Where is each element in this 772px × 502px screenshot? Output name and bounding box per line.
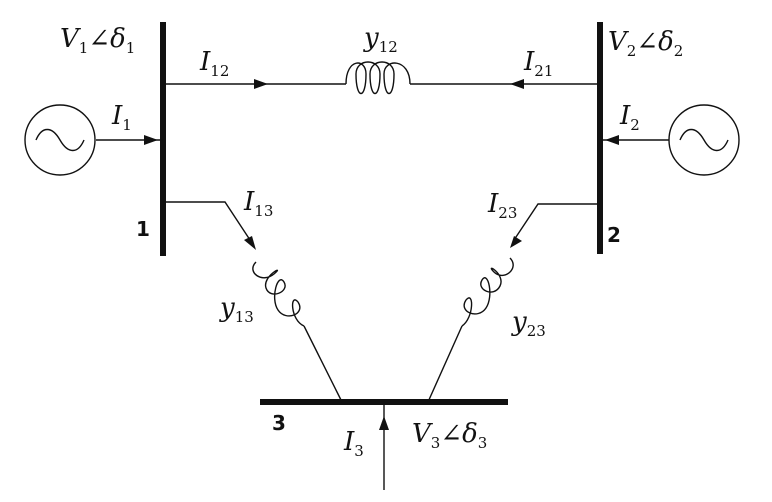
current-i23-label: I23: [487, 189, 517, 222]
bus-3-voltage-label: V3∠δ3: [412, 419, 487, 452]
bus-2-number: 2: [607, 223, 621, 247]
current-i13-label: I13: [243, 187, 273, 220]
ac-source-icon: [24, 104, 96, 176]
admittance-y13-label: y13: [219, 293, 254, 326]
injection-bus-3: [379, 402, 389, 490]
arrow-i21-icon: [510, 79, 524, 89]
inductor-y23-icon: [461, 257, 514, 327]
generator-2: [600, 104, 740, 176]
arrow-i2-icon: [605, 135, 619, 145]
line-2-3: [427, 203, 600, 403]
current-i21-label: I21: [523, 47, 553, 80]
bus-3-number: 3: [272, 411, 286, 435]
generator-1: [24, 104, 163, 176]
admittance-y12-label: y12: [363, 23, 398, 56]
arrow-i12-icon: [254, 79, 268, 89]
current-i2-label: I2: [619, 101, 640, 134]
inductor-y13-icon: [252, 261, 305, 327]
bus-2-voltage-label: V2∠δ2: [608, 27, 683, 60]
bus-1-voltage-label: V1∠δ1: [60, 24, 135, 57]
inductor-y12-icon: [345, 61, 411, 95]
bus-1-number: 1: [136, 217, 150, 241]
arrow-i23-icon: [510, 236, 522, 248]
current-i1-label: I1: [111, 101, 132, 134]
current-i12-label: I12: [199, 47, 229, 80]
current-i3-label: I3: [343, 427, 364, 460]
arrow-i3-icon: [379, 416, 389, 430]
line-1-3: [163, 201, 343, 403]
arrow-i13-icon: [244, 236, 256, 250]
arrow-i1-icon: [144, 135, 158, 145]
line-1-2: [163, 61, 600, 95]
admittance-y23-label: y23: [511, 307, 546, 340]
